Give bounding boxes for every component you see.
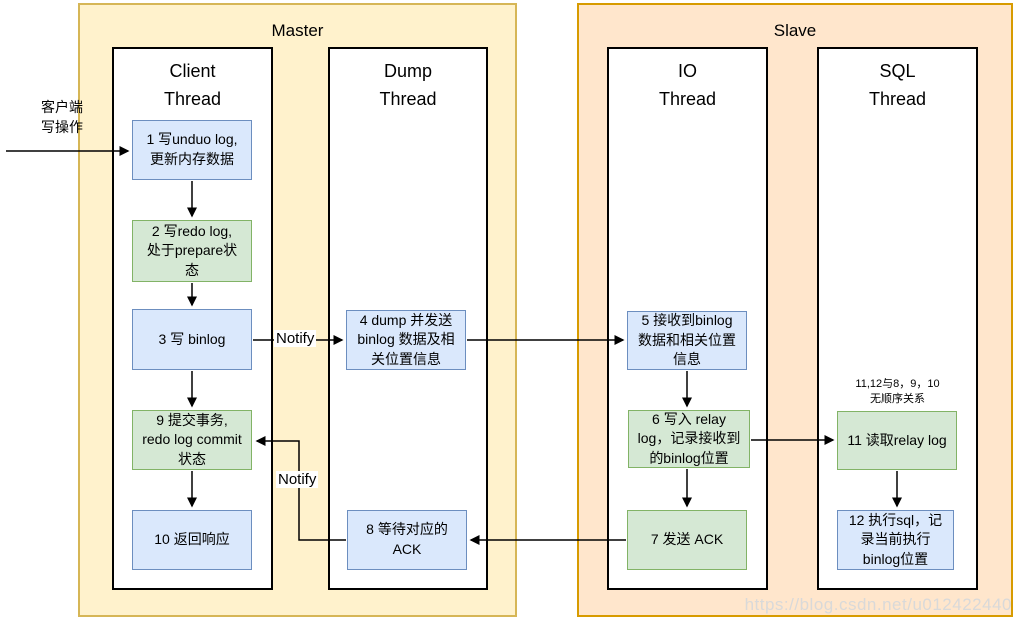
notify-label-2: Notify — [276, 471, 319, 488]
step-12-execute-sql: 12 执行sql，记 录当前执行 binlog位置 — [837, 510, 954, 570]
watermark-url: https://blog.csdn.net/u012422440 — [744, 595, 1012, 614]
dump-thread-title: Dump Thread — [379, 61, 437, 109]
client-write-label: 客户端 写操作 — [41, 99, 83, 136]
sql-thread-title: SQL Thread — [868, 61, 927, 109]
step-11-read-relay-log: 11 读取relay log — [837, 411, 957, 470]
step-9-commit-transaction: 9 提交事务, redo log commit 状态 — [132, 410, 252, 470]
step-1-write-undo-log: 1 写unduo log, 更新内存数据 — [132, 120, 252, 180]
slave-title: Slave — [773, 21, 817, 40]
step-10-return-response: 10 返回响应 — [132, 510, 252, 570]
notify-label-1: Notify — [274, 330, 317, 347]
io-thread-title: IO Thread — [658, 61, 717, 109]
step-4-dump-send-binlog: 4 dump 并发送 binlog 数据及相 关位置信息 — [346, 310, 466, 370]
step-7-send-ack: 7 发送 ACK — [627, 510, 747, 570]
sql-thread-lane: SQL Thread — [817, 47, 978, 590]
step-2-write-redo-log: 2 写redo log, 处于prepare状 态 — [132, 220, 252, 282]
master-title: Master — [271, 21, 324, 40]
order-note: 11,12与8，9，10 无顺序关系 — [855, 378, 940, 405]
step-3-write-binlog: 3 写 binlog — [132, 309, 252, 370]
step-8-wait-ack: 8 等待对应的 ACK — [347, 510, 467, 570]
client-thread-title: Client Thread — [163, 61, 222, 109]
step-6-write-relay-log: 6 写入 relay log，记录接收到 的binlog位置 — [628, 410, 750, 468]
step-5-receive-binlog: 5 接收到binlog 数据和相关位置 信息 — [627, 311, 747, 370]
